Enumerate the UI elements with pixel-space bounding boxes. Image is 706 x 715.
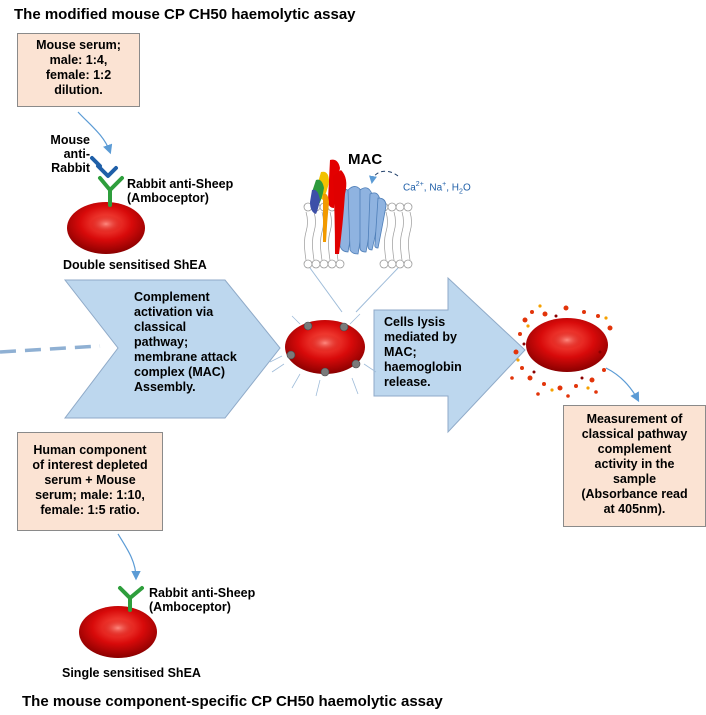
single-sensitised-label: Single sensitised ShEA xyxy=(62,666,201,680)
measurement-line: (Absorbance read xyxy=(581,487,688,501)
zoom-line-right xyxy=(355,267,399,313)
human-component-box: Human component of interest depleted ser… xyxy=(17,432,163,531)
double-sensitised-cell xyxy=(67,156,145,254)
complement-line: complex (MAC) xyxy=(134,365,225,379)
ion-o: O xyxy=(462,182,471,194)
complement-arrow-text: Complement activation via classical path… xyxy=(134,290,237,395)
human-component-line: Human component xyxy=(33,443,147,457)
rabbit-anti-sheep-line: (Amboceptor) xyxy=(149,600,231,614)
ion-separator: , xyxy=(446,182,452,194)
human-component-line: serum + Mouse xyxy=(44,473,136,487)
lysis-arrow-text: Cells lysis mediated by MAC; haemoglobin… xyxy=(384,315,462,390)
lysed-cell xyxy=(510,304,613,398)
mouse-anti-rabbit-line: anti- xyxy=(63,147,90,161)
mouse-serum-line: Mouse serum; xyxy=(36,38,121,52)
double-sensitised-label: Double sensitised ShEA xyxy=(63,258,207,272)
complement-line: Complement xyxy=(134,290,210,304)
dashed-line xyxy=(0,344,101,354)
ion-separator: , xyxy=(423,182,430,194)
ion-h: H xyxy=(451,182,460,194)
ion-na: Na xyxy=(429,182,443,194)
human-component-line: serum; male: 1:10, xyxy=(35,488,145,502)
ion-na-charge: + xyxy=(442,181,447,188)
mac-attacked-cell xyxy=(269,313,377,397)
connector-mouse-serum xyxy=(77,111,113,155)
complement-line: pathway; xyxy=(134,335,189,349)
mouse-anti-rabbit-label: Mouse anti- Rabbit xyxy=(46,133,90,175)
ion-ca-charge: 2+ xyxy=(415,181,424,188)
measurement-line: classical pathway xyxy=(581,427,688,441)
ion-h-count: 2 xyxy=(459,188,463,196)
lysis-line: haemoglobin xyxy=(384,360,462,374)
lysis-arrow-shape xyxy=(373,276,526,434)
human-component-line: female: 1:5 ratio. xyxy=(40,503,140,517)
complement-line: classical xyxy=(134,320,187,334)
top-title: The modified mouse CP CH50 haemolytic as… xyxy=(14,6,356,23)
mouse-serum-box: Mouse serum; male: 1:4, female: 1:2 dilu… xyxy=(17,33,140,107)
lysis-line: release. xyxy=(384,375,431,389)
mouse-serum-line: dilution. xyxy=(54,83,103,97)
measurement-box: Measurement of classical pathway complem… xyxy=(563,405,706,527)
membrane-mac-illustration xyxy=(303,159,413,269)
connector-human-component xyxy=(117,533,141,581)
measurement-line: Measurement of xyxy=(586,412,683,426)
mouse-anti-rabbit-line: Rabbit xyxy=(51,161,90,175)
single-sensitised-cell xyxy=(79,586,157,658)
measurement-line: at 405nm). xyxy=(603,502,666,516)
rabbit-anti-sheep-bottom-label: Rabbit anti-Sheep (Amboceptor) xyxy=(149,586,255,614)
rabbit-anti-sheep-line: (Amboceptor) xyxy=(127,191,209,205)
rabbit-anti-sheep-line: Rabbit anti-Sheep xyxy=(127,177,234,191)
rabbit-anti-sheep-top-label: Rabbit anti-Sheep (Amboceptor) xyxy=(127,177,233,205)
complement-line: membrane attack xyxy=(134,350,237,364)
measurement-line: complement xyxy=(597,442,672,456)
mouse-anti-rabbit-line: Mouse xyxy=(50,133,90,147)
lysis-line: mediated by xyxy=(384,330,457,344)
ions-label: Ca2+, Na+, H2O xyxy=(403,181,471,195)
zoom-line-left xyxy=(309,267,343,313)
complement-line: Assembly. xyxy=(134,380,196,394)
mouse-serum-line: female: 1:2 xyxy=(45,68,112,82)
rabbit-anti-sheep-line: Rabbit anti-Sheep xyxy=(149,586,256,600)
connector-measurement xyxy=(605,367,640,403)
lysis-line: MAC; xyxy=(384,345,417,359)
human-component-line: of interest depleted xyxy=(32,458,148,472)
bottom-title: The mouse component-specific CP CH50 hae… xyxy=(22,693,443,710)
complement-line: activation via xyxy=(134,305,214,319)
measurement-line: sample xyxy=(612,472,657,486)
complement-arrow-shape xyxy=(63,279,281,419)
measurement-line: activity in the xyxy=(594,457,675,471)
ion-ca: Ca xyxy=(403,182,416,194)
mouse-serum-line: male: 1:4, xyxy=(49,53,108,67)
lysis-line: Cells lysis xyxy=(384,315,446,329)
mac-label: MAC xyxy=(348,151,383,168)
